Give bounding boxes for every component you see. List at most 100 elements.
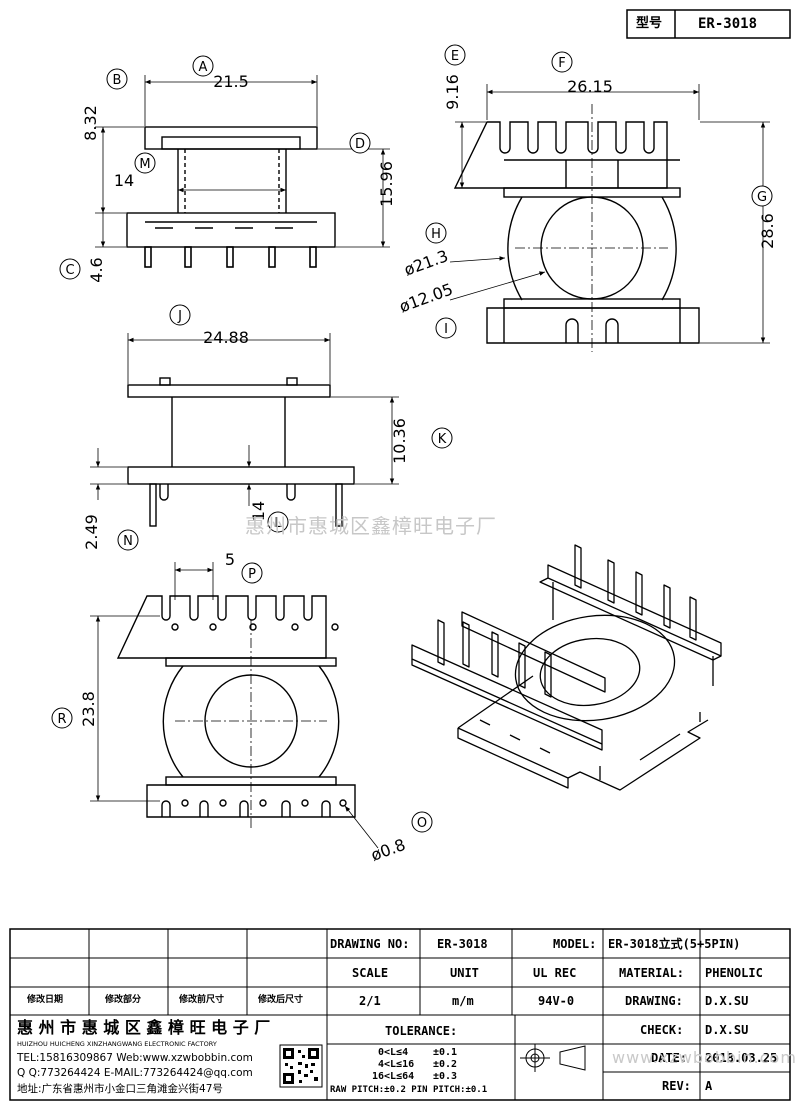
rev-label: REV: xyxy=(662,1079,691,1093)
watermark: 惠州市惠城区鑫樟旺电子厂 xyxy=(245,514,497,538)
ref-letter-g: G xyxy=(757,190,767,205)
ref-circle-e: E xyxy=(444,44,466,66)
ref-letter-b: B xyxy=(113,73,122,88)
ref-circle-g: G xyxy=(751,185,773,207)
ref-circle-b: B xyxy=(106,68,128,90)
ref-circle-a: A xyxy=(192,55,214,77)
tol-range-3: 16<L≤64 xyxy=(372,1071,415,1082)
drawing-by-value: D.X.SU xyxy=(705,994,749,1008)
company-tel: TEL:15816309867 Web:www.xzwbobbin.com xyxy=(17,1052,253,1064)
scale-label: SCALE xyxy=(352,966,389,980)
dim-value-c: 4.6 xyxy=(87,257,106,282)
ref-letter-a: A xyxy=(199,60,208,75)
side-view-front xyxy=(126,126,336,268)
unit-value: m/m xyxy=(452,994,474,1008)
qr-code xyxy=(279,1044,323,1088)
dim-value-e: 9.16 xyxy=(443,74,462,110)
ref-circle-j: J xyxy=(169,304,191,326)
dim-value-p: 5 xyxy=(225,550,235,569)
tol-value-1: ±0.1 xyxy=(433,1047,458,1058)
side-view-2 xyxy=(127,377,355,527)
ref-letter-c: C xyxy=(65,263,74,278)
material-label: MATERIAL: xyxy=(619,966,685,980)
ref-letter-d: D xyxy=(355,137,365,152)
dim-value-m: 14 xyxy=(114,171,134,190)
ref-letter-l: L xyxy=(274,516,282,531)
ref-circle-m: M xyxy=(134,152,156,174)
isometric-view xyxy=(411,544,722,791)
ref-letter-m: M xyxy=(139,157,150,172)
dim-value-b: 8.32 xyxy=(81,105,100,141)
date-value: 2018.03.25 xyxy=(705,1051,778,1065)
check-label: CHECK: xyxy=(640,1023,684,1037)
front-view-dims xyxy=(449,84,770,352)
scale-value: 2/1 xyxy=(359,994,381,1008)
company-qq: Q Q:773264424 E-MAIL:773264424@qq.com xyxy=(17,1067,253,1079)
dim-value-g: 28.6 xyxy=(758,213,777,249)
dim-value-d: 15.96 xyxy=(377,161,396,207)
rev-header-after: 修改后尺寸 xyxy=(258,995,304,1005)
ref-circle-i: I xyxy=(435,317,457,339)
tolerance-label: TOLERANCE: xyxy=(385,1024,458,1038)
dim-value-k: 10.36 xyxy=(390,418,409,464)
ref-circle-p: P xyxy=(241,562,263,584)
rev-header-part: 修改部分 xyxy=(105,995,142,1005)
ref-letter-p: P xyxy=(248,567,256,582)
ref-letter-o: O xyxy=(417,816,427,831)
check-value: D.X.SU xyxy=(705,1023,749,1037)
drawing-no-value: ER-3018 xyxy=(437,937,488,951)
rev-header-date: 修改日期 xyxy=(27,995,64,1005)
ref-letter-f: F xyxy=(558,56,565,71)
tol-range-2: 4<L≤16 xyxy=(378,1059,415,1070)
ref-circle-o: O xyxy=(411,811,433,833)
ref-letter-i: I xyxy=(444,322,448,337)
company-name-en: HUIZHOU HUICHENG XINZHANGWANG ELECTRONIC… xyxy=(17,1040,217,1048)
ref-letter-r: R xyxy=(57,712,66,727)
model-label: MODEL: xyxy=(553,937,597,951)
dim-value-n: 2.49 xyxy=(82,514,101,550)
ref-letter-j: J xyxy=(177,309,182,324)
ul-rec-label: UL REC xyxy=(533,966,577,980)
rev-header-before: 修改前尺寸 xyxy=(179,995,225,1005)
company-address: 地址:广东省惠州市小金口三角滩金兴街47号 xyxy=(17,1083,223,1095)
dim-value-r: 23.8 xyxy=(79,691,98,727)
ref-circle-f: F xyxy=(551,51,573,73)
projection-symbol xyxy=(520,1044,586,1072)
ref-letter-e: E xyxy=(451,49,459,64)
dim-value-j: 24.88 xyxy=(203,328,249,347)
tol-value-2: ±0.2 xyxy=(433,1059,458,1070)
unit-label: UNIT xyxy=(450,966,479,980)
ref-circle-c: C xyxy=(59,258,81,280)
drawing-no-label: DRAWING NO: xyxy=(330,937,410,951)
material-value: PHENOLIC xyxy=(705,966,763,980)
drawing-by-label: DRAWING: xyxy=(625,994,683,1008)
ref-circle-l: L xyxy=(267,511,289,533)
ref-circle-r: R xyxy=(51,707,73,729)
side-view-front-dims xyxy=(95,75,390,248)
dim-value-h: ø21.3 xyxy=(402,246,451,279)
model-value: ER-3018立式(5+5PIN) xyxy=(608,937,741,951)
model-box-label: 型号 xyxy=(636,16,663,31)
tol-pitch: RAW PITCH:±0.2 PIN PITCH:±0.1 xyxy=(330,1085,488,1095)
tol-range-1: 0<L≤4 xyxy=(378,1047,409,1058)
ref-circle-d: D xyxy=(349,132,371,154)
web-watermark: www.xzwbobbin.com xyxy=(612,1048,797,1067)
date-label: DATE: xyxy=(651,1051,688,1065)
ref-circle-k: K xyxy=(431,427,453,449)
model-box-value: ER-3018 xyxy=(698,16,758,32)
tol-value-3: ±0.3 xyxy=(433,1071,458,1082)
dim-value-l: 14 xyxy=(249,501,268,521)
ul-value: 94V-0 xyxy=(538,994,575,1008)
dim-value-f: 26.15 xyxy=(567,77,613,96)
company-name: 惠 州 市 惠 城 区 鑫 樟 旺 电 子 厂 xyxy=(17,1018,271,1037)
rev-value: A xyxy=(705,1079,713,1093)
dim-value-i: ø12.05 xyxy=(397,279,456,316)
dim-value-o: ø0.8 xyxy=(368,835,408,865)
ref-letter-h: H xyxy=(431,227,441,242)
title-block-lines xyxy=(10,929,790,1100)
ref-letter-n: N xyxy=(123,534,133,549)
side-view-2-dims xyxy=(90,333,399,506)
bottom-view-dims xyxy=(90,562,379,849)
